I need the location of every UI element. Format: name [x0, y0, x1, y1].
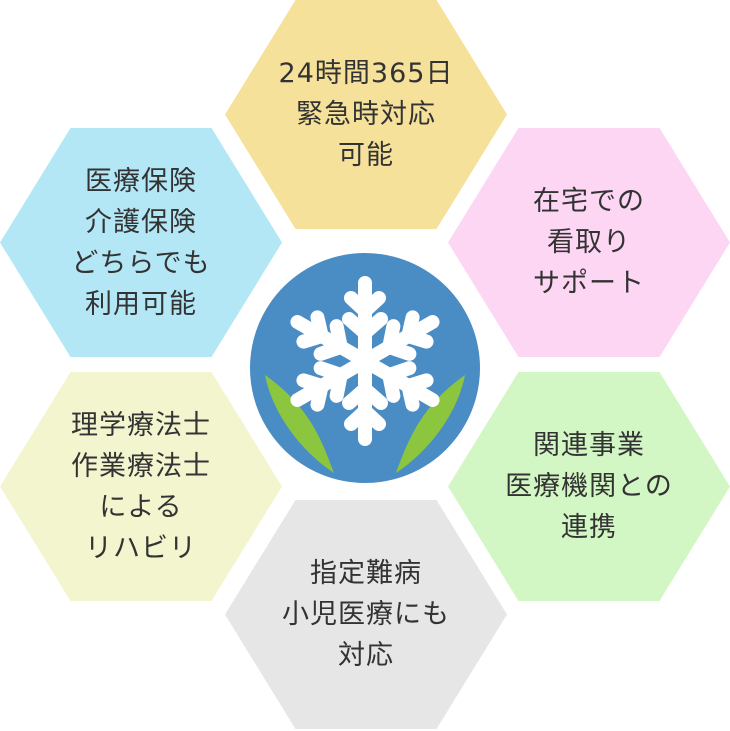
snowflake-leaves-icon [250, 253, 480, 483]
hex-end-of-life-care: 在宅での 看取り サポート [448, 128, 730, 357]
hex-medical-cooperation-label: 関連事業 医療機関との 連携 [505, 430, 673, 543]
left-leaf [265, 375, 334, 473]
hex-intractable-pediatric-label: 指定難病 小児医療にも 対応 [282, 558, 450, 671]
hex-end-of-life-care-label: 在宅での 看取り サポート [533, 186, 645, 299]
hex-rehabilitation-label: 理学療法士 作業療法士 による リハビリ [71, 409, 211, 564]
hex-emergency-support-label: 24時間365日 緊急時対応 可能 [278, 58, 454, 171]
hex-rehabilitation: 理学療法士 作業療法士 による リハビリ [0, 372, 282, 601]
hex-medical-cooperation: 関連事業 医療機関との 連携 [448, 372, 730, 601]
hex-intractable-pediatric: 指定難病 小児医療にも 対応 [225, 500, 507, 729]
hex-insurance: 医療保険 介護保険 どちらでも 利用可能 [0, 128, 282, 357]
hex-emergency-support: 24時間365日 緊急時対応 可能 [225, 0, 507, 229]
hex-insurance-label: 医療保険 介護保険 どちらでも 利用可能 [71, 165, 211, 320]
right-leaf [396, 375, 465, 473]
